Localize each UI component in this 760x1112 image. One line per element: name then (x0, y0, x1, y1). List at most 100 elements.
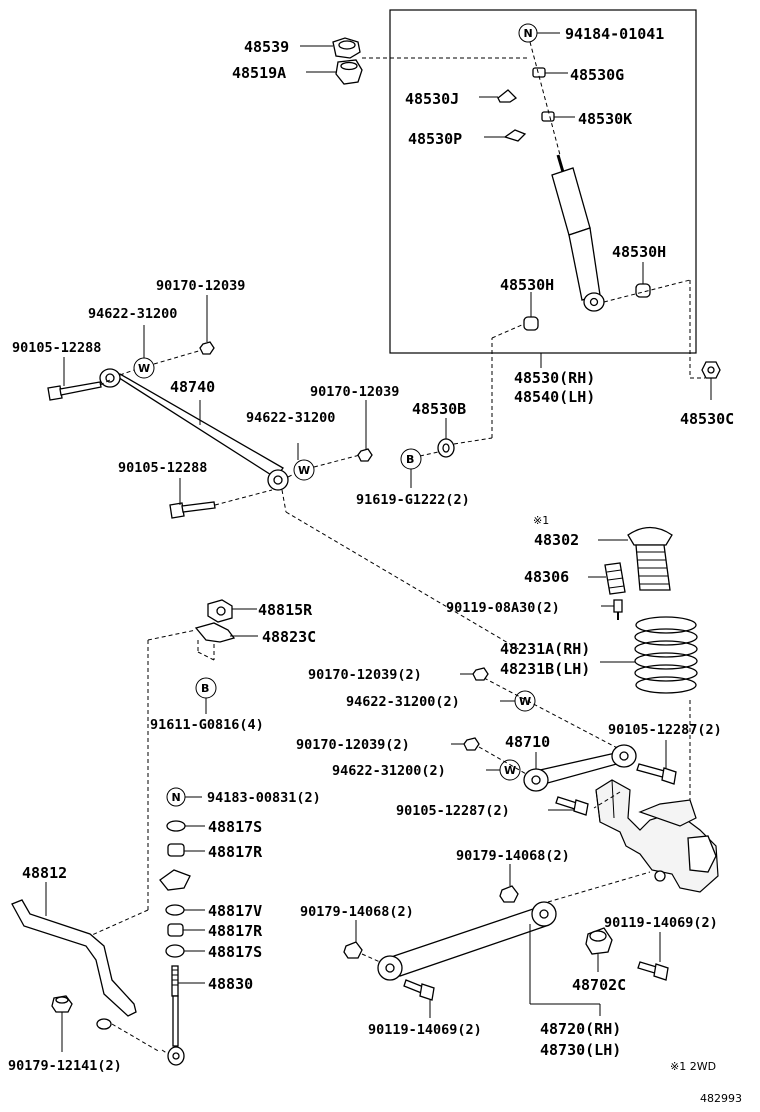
label-48817s-a: 48817S (208, 818, 262, 836)
cushion-48817v[interactable] (165, 904, 185, 916)
footnote-2wd: ※1 2WD (670, 1060, 716, 1073)
label-48702c: 48702C (572, 976, 626, 994)
label-48817r-a: 48817R (208, 843, 263, 861)
label-90170-12039-c: 90170-12039(2) (308, 667, 422, 683)
label-90105-12287-right: 90105-12287(2) (608, 722, 722, 738)
cushion-48817s-upper[interactable] (166, 820, 186, 832)
label-48519a: 48519A (232, 64, 286, 82)
nut-90170-upper[interactable] (199, 341, 215, 355)
retainer-48530j[interactable] (497, 89, 518, 103)
svg-text:W: W (504, 764, 516, 777)
lower-control-arm-48720[interactable] (377, 901, 557, 981)
upper-mount-48519a[interactable] (335, 59, 363, 85)
bolt-90105-12287-right[interactable] (636, 763, 677, 785)
label-90105-12288-b: 90105-12288 (118, 460, 207, 476)
label-94184-01041: 94184-01041 (565, 25, 664, 43)
stabilizer-bushing-48815r[interactable] (207, 599, 233, 623)
label-48530h-left: 48530H (500, 276, 554, 294)
label-48530h-right: 48530H (612, 243, 666, 261)
label-94622-31200-d: 94622-31200(2) (332, 763, 446, 779)
label-48817r-b: 48817R (208, 922, 263, 940)
upper-mount-48539[interactable] (332, 37, 361, 59)
label-90105-12288-a: 90105-12288 (12, 340, 101, 356)
upper-control-arm-48710[interactable] (523, 744, 637, 792)
bushing-48530g[interactable] (532, 67, 546, 78)
label-90119-08a30: 90119-08A30(2) (446, 600, 560, 616)
cushion-48817r-lower[interactable] (167, 923, 184, 937)
label-48740: 48740 (170, 378, 215, 396)
label-94622-31200-c: 94622-31200(2) (346, 694, 460, 710)
label-48231a-rh: 48231A(RH) (500, 640, 590, 658)
nut-90179-14068-upper[interactable] (499, 885, 519, 903)
svg-text:W: W (298, 464, 310, 477)
label-90170-12039-b: 90170-12039 (310, 384, 399, 400)
label-48830: 48830 (208, 975, 253, 993)
label-48530-rh: 48530(RH) (514, 369, 595, 387)
nut-90170-c[interactable] (472, 667, 489, 681)
label-48530j: 48530J (405, 90, 459, 108)
label-90170-12039-d: 90170-12039(2) (296, 737, 410, 753)
label-48539: 48539 (244, 38, 289, 56)
lateral-rod-48740[interactable] (99, 368, 289, 491)
label-90170-12039-a: 90170-12039 (156, 278, 245, 294)
label-90179-14068-b: 90179-14068(2) (300, 904, 414, 920)
bushing-48530h-left[interactable] (523, 316, 539, 331)
label-note-mark: ※1 (533, 514, 549, 527)
shock-absorber-group-box (389, 9, 697, 354)
svg-text:B: B (406, 453, 414, 466)
nut-90170-d[interactable] (463, 737, 480, 751)
cushion-48817r-upper[interactable] (167, 843, 185, 857)
label-48817s-b: 48817S (208, 943, 262, 961)
label-91619-g1222: 91619-G1222(2) (356, 492, 470, 508)
cushion-48817s-lower[interactable] (165, 944, 185, 958)
label-48306: 48306 (524, 568, 569, 586)
nut-48530c[interactable] (701, 361, 721, 379)
diagram-id: 482993 (700, 1092, 742, 1105)
label-48817v: 48817V (208, 902, 262, 920)
retainer-bracket[interactable] (159, 869, 191, 891)
svg-text:N: N (172, 791, 181, 804)
svg-text:B: B (201, 682, 209, 695)
label-48530c: 48530C (680, 410, 734, 428)
nut-90179-14068-lower[interactable] (343, 941, 363, 959)
bushing-bracket-48823c[interactable] (194, 622, 236, 643)
stabilizer-link-48830[interactable] (167, 965, 185, 1066)
label-48530g: 48530G (570, 66, 624, 84)
stabilizer-bar-48812[interactable] (11, 899, 137, 1030)
retainer-48530p[interactable] (503, 129, 527, 142)
bolt-90119-14069-left[interactable] (403, 979, 435, 1001)
svg-text:W: W (138, 362, 150, 375)
label-48730-lh: 48730(LH) (540, 1041, 621, 1059)
bolt-90119-14069-right[interactable] (637, 961, 669, 981)
label-48812: 48812 (22, 864, 67, 882)
label-48710: 48710 (505, 733, 550, 751)
label-90105-12287-left: 90105-12287(2) (396, 803, 510, 819)
label-94622-31200-a: 94622-31200 (88, 306, 177, 322)
coil-spring-48231[interactable] (634, 616, 698, 694)
bushing-48530k[interactable] (541, 111, 555, 122)
bushing-48702c[interactable] (585, 927, 613, 955)
bolt-90119-08a30[interactable] (613, 599, 623, 620)
label-90119-14069-right: 90119-14069(2) (604, 915, 718, 931)
bump-stopper-48306[interactable] (604, 562, 626, 595)
label-90119-14069-left: 90119-14069(2) (368, 1022, 482, 1038)
spring-insulator-48302[interactable] (627, 526, 673, 591)
bolt-90105-12288-lower[interactable] (169, 501, 216, 519)
label-48540-lh: 48540(LH) (514, 388, 595, 406)
shock-absorber-48530[interactable] (551, 154, 605, 312)
label-90179-14068-a: 90179-14068(2) (456, 848, 570, 864)
nut-90170-lower[interactable] (357, 448, 373, 462)
label-90179-12141: 90179-12141(2) (8, 1058, 122, 1074)
label-48530b: 48530B (412, 400, 466, 418)
bolt-90105-12287-left[interactable] (555, 796, 589, 816)
bolt-90105-12288-upper[interactable] (47, 381, 102, 401)
label-91611-g0816: 91611-G0816(4) (150, 717, 264, 733)
label-48231b-lh: 48231B(LH) (500, 660, 590, 678)
nut-90179-12141[interactable] (51, 995, 73, 1013)
label-48530k: 48530K (578, 110, 632, 128)
label-94183-00831: 94183-00831(2) (207, 790, 321, 806)
label-48530p: 48530P (408, 130, 462, 148)
label-94622-31200-b: 94622-31200 (246, 410, 335, 426)
label-48302: 48302 (534, 531, 579, 549)
